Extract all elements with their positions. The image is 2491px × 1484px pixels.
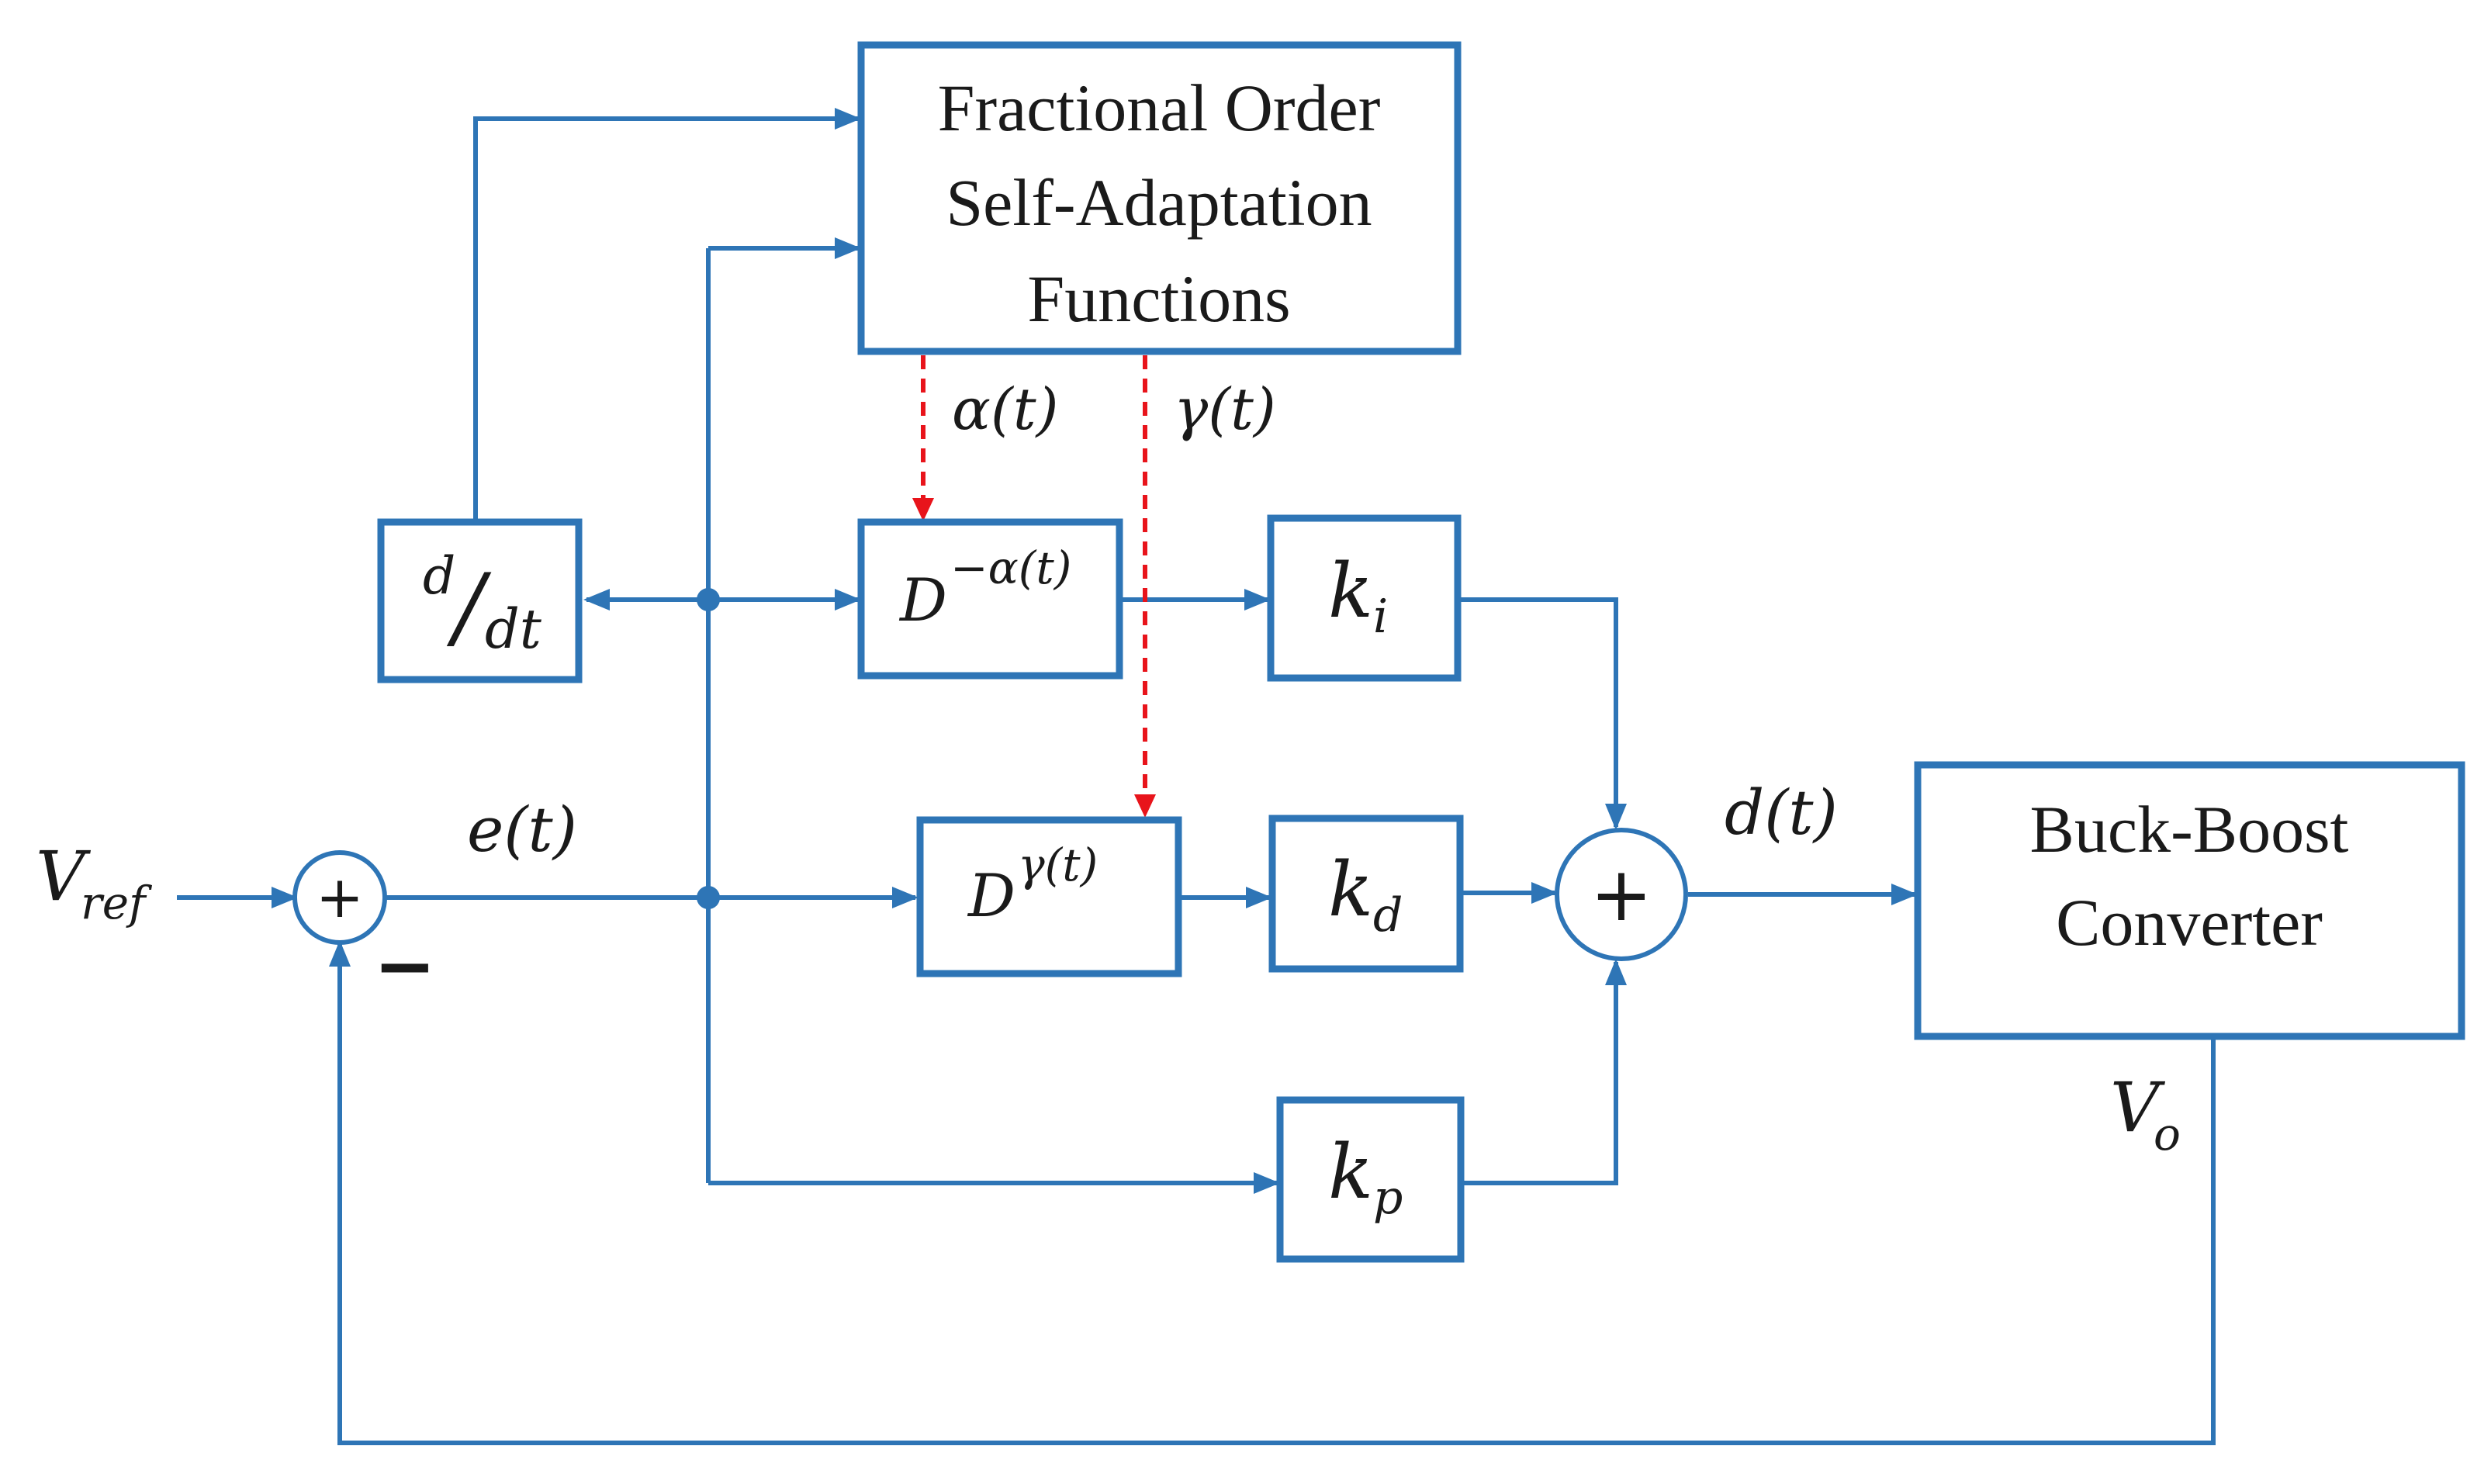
error-label: e(t) [467, 794, 577, 866]
ki-gain-block[interactable]: k i [1267, 514, 1462, 682]
derivative-block[interactable]: d / dt [377, 518, 583, 683]
vo-base: V [2110, 1067, 2166, 1147]
adaptation-line2: Self-Adaptation [946, 165, 1372, 240]
dalpha-exponent: −α(t) [950, 541, 1071, 594]
dgamma-exponent: γ(t) [1018, 839, 1098, 891]
converter-line2: Converter [2056, 885, 2323, 960]
junction-dot-lower [697, 886, 720, 909]
ddt-numerator: d [423, 546, 455, 606]
sum-plus-sign: + [316, 864, 364, 931]
sum-minus-sign: − [374, 922, 436, 1009]
ki-base: k [1328, 548, 1373, 635]
junction-dot-upper [697, 588, 720, 611]
fractional-derivative-block[interactable]: D γ(t) [916, 816, 1182, 977]
kp-base: k [1328, 1129, 1373, 1216]
wire-feedback-vo [329, 940, 2216, 1445]
dalpha-base: D [898, 566, 947, 635]
adaptive-signals [912, 355, 1156, 818]
buck-boost-converter-block[interactable]: Buck-Boost Converter [1914, 761, 2465, 1040]
kd-subscript: d [1373, 888, 1403, 943]
vref-subscript: ref [81, 877, 153, 929]
fractional-integral-block[interactable]: D −α(t) [857, 518, 1123, 680]
ddt-denominator: dt [485, 597, 542, 661]
adaptation-block[interactable]: Fractional Order Self-Adaptation Functio… [857, 41, 1462, 355]
duty-label: d(t) [1725, 777, 1838, 849]
kp-gain-block[interactable]: k p [1276, 1096, 1465, 1263]
output-sum-plus-sign: + [1590, 851, 1652, 938]
ki-subscript: i [1373, 590, 1388, 644]
signal-wires [177, 108, 2216, 1445]
converter-line1: Buck-Boost [2030, 792, 2349, 867]
adaptation-line1: Fractional Order [938, 71, 1381, 145]
dgamma-base: D [967, 861, 1015, 930]
alpha-label: α(t) [952, 376, 1058, 443]
gamma-label: γ(t) [1174, 376, 1276, 443]
kp-subscript: p [1373, 1171, 1403, 1225]
vo-subscript: o [2154, 1108, 2181, 1161]
adaptation-line3: Functions [1027, 261, 1290, 336]
output-summing-junction: + [1555, 828, 1688, 961]
vref-base: V [36, 836, 92, 916]
wire-ddt-to-adaptation [473, 108, 861, 522]
kd-gain-block[interactable]: k d [1268, 815, 1464, 973]
error-summing-junction: + [292, 850, 387, 945]
wire-kp-to-sum [1461, 959, 1627, 1185]
kd-base: k [1328, 846, 1373, 933]
wire-ki-to-sum [1461, 597, 1627, 830]
